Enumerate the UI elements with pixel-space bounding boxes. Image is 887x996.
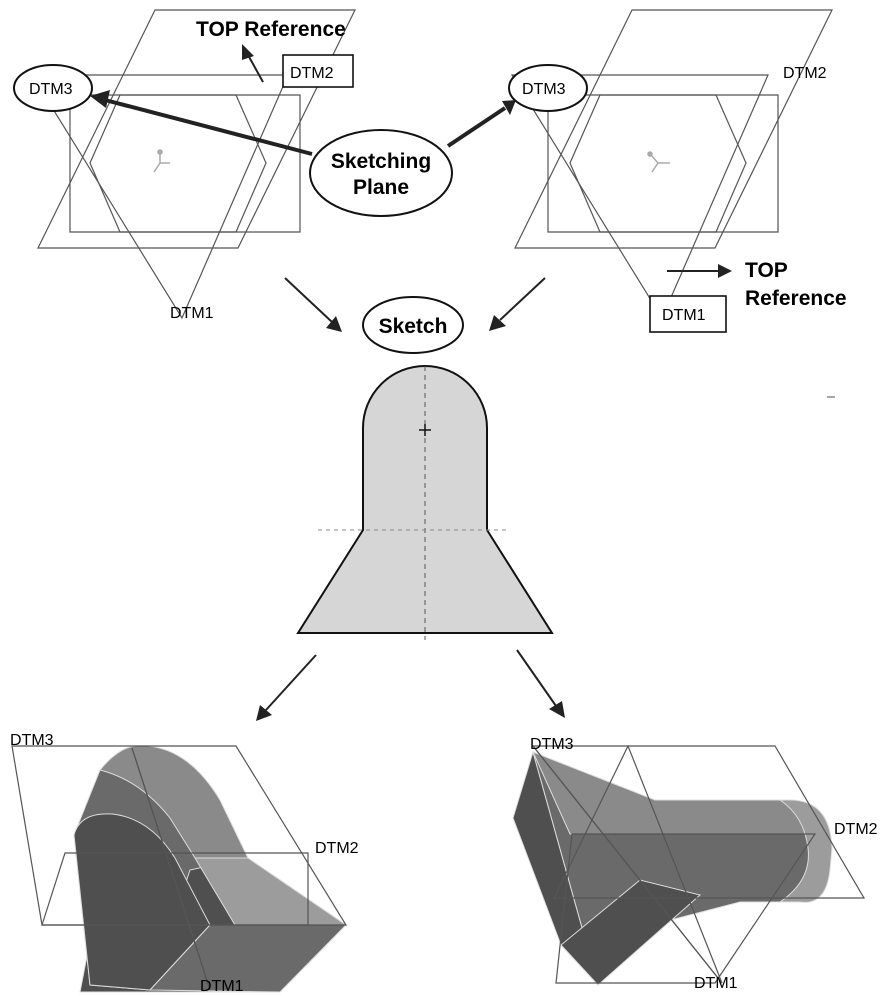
- arrowhead-right-to-sketch: [489, 315, 506, 331]
- dtm2-plane-left: [37, 9, 356, 249]
- dtm3-bottom-right-label: DTM3: [530, 736, 574, 753]
- sketching-plane-arrow-left: [104, 98, 313, 156]
- hexagon-right: [569, 94, 747, 233]
- arrow-to-left-solid: [265, 654, 317, 711]
- sketch-oval: [362, 296, 464, 354]
- dtm1-edge-bottom-left: [131, 747, 211, 991]
- dtm3-plane-bottom-left: [11, 745, 348, 926]
- dtm3-right-oval: [508, 64, 588, 112]
- bottom-left-datum-planes: [11, 745, 348, 991]
- dtm2-plane-right: [510, 74, 769, 320]
- bottom-right-solid: [512, 750, 833, 987]
- dtm1-plane-left: [30, 74, 289, 320]
- sketching-plane-arrowhead-left: [90, 90, 110, 108]
- top-reference-left-arrow: [247, 54, 264, 83]
- sketch-label: Sketch: [379, 315, 448, 338]
- arrow-right-to-sketch: [499, 277, 546, 321]
- dtm2-left-label: DTM2: [290, 65, 334, 82]
- sketching-plane-label-line1: Sketching: [331, 150, 431, 173]
- sketching-plane-arrowhead-right: [502, 100, 516, 115]
- left-solid-front-face: [73, 813, 211, 991]
- bottom-left-solid: [73, 745, 348, 993]
- right-solid-bottom-face: [560, 879, 702, 986]
- right-solid-arc-end: [778, 799, 833, 903]
- sketch-profile: [296, 365, 554, 640]
- dtm2-bottom-right-label: DTM2: [834, 821, 878, 838]
- dtm1-bottom-left-label: DTM1: [200, 978, 244, 995]
- csys-icon-right: [647, 151, 670, 173]
- arrowhead-to-left-solid: [256, 705, 272, 721]
- dtm1-left-label: DTM1: [170, 305, 214, 322]
- dtm3-left-oval: [13, 64, 93, 112]
- csys-icon-left: [153, 149, 170, 173]
- arrowhead-to-right-solid: [549, 701, 565, 718]
- dtm3-bottom-left-label: DTM3: [10, 732, 54, 749]
- sketching-plane-label-line2: Plane: [353, 176, 409, 199]
- dtm1-right-label: DTM1: [662, 307, 706, 324]
- dtm2-left-box: [282, 54, 354, 88]
- dtm1-right-box: [649, 295, 727, 333]
- top-reference-right-arrowhead: [718, 264, 732, 278]
- top-reference-left-label: TOP Reference: [196, 18, 346, 41]
- dtm2-right-label: DTM2: [783, 65, 827, 82]
- top-left-datum-planes: [30, 9, 356, 320]
- arrowhead-left-to-sketch: [326, 316, 342, 332]
- bottom-right-datum-planes: [531, 745, 866, 984]
- top-reference-left-arrowhead: [242, 44, 254, 60]
- dtm1-plane-right: [514, 9, 833, 249]
- top-right-datum-planes: [510, 9, 833, 320]
- dtm3-right-label: DTM3: [522, 81, 566, 98]
- dtm2-plane-bottom-left: [41, 852, 309, 926]
- dtm3-left-label: DTM3: [29, 81, 73, 98]
- top-reference-right-label-line2: Reference: [745, 287, 847, 310]
- dtm2-plane-bottom-right: [553, 745, 866, 899]
- hexagon-left: [89, 94, 267, 233]
- sketching-plane-arrow-right: [446, 106, 507, 148]
- dtm2-bottom-left-label: DTM2: [315, 840, 359, 857]
- top-reference-right-label-line1: TOP: [745, 259, 788, 282]
- right-solid-top-face: [532, 751, 816, 835]
- sketching-plane-oval: [309, 129, 453, 217]
- sketch-profile-shape: [296, 365, 554, 634]
- dtm1-plane-bottom-right: [555, 833, 817, 984]
- arrow-left-to-sketch: [284, 277, 333, 323]
- dtm1-bottom-right-label: DTM1: [694, 975, 738, 992]
- dtm3-edge-bottom-right: [532, 745, 723, 984]
- left-solid-arc-top: [99, 745, 249, 859]
- arrow-to-right-solid: [516, 649, 557, 707]
